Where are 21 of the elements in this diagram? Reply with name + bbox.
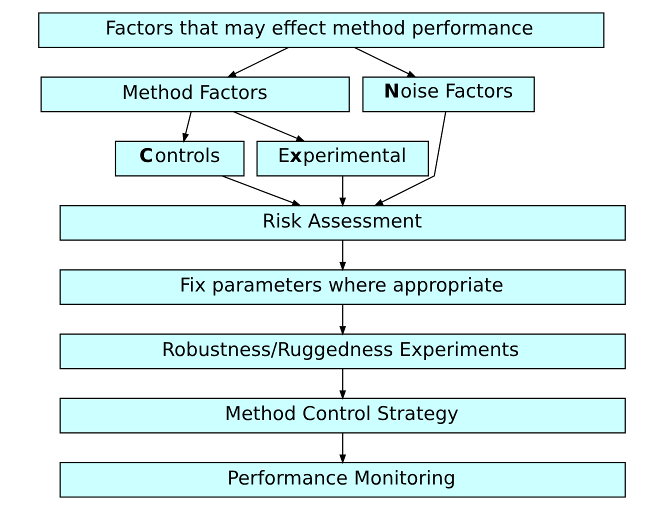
arrow — [339, 433, 346, 464]
node-box: Robustness/Ruggedness Experiments — [60, 334, 626, 370]
arrow — [354, 46, 417, 78]
arrow — [222, 175, 302, 206]
node-box: Method Control Strategy — [60, 398, 626, 434]
node-box: Risk Assessment — [60, 205, 626, 241]
arrow — [233, 111, 306, 142]
arrow — [374, 112, 446, 206]
node-box: Performance Monitoring — [60, 462, 626, 498]
node-box: Noise Factors — [362, 76, 535, 112]
node-box: Method Factors — [40, 76, 350, 112]
node-box: Experimental — [256, 140, 429, 176]
arrow — [226, 46, 289, 78]
arrow — [339, 176, 346, 208]
node-box: Fix parameters where appropriate — [60, 269, 626, 305]
node-box: Factors that may effect method performance — [38, 12, 604, 48]
arrow — [182, 112, 192, 143]
arrow — [339, 304, 346, 336]
node-box: Controls — [114, 140, 245, 176]
arrow — [339, 368, 346, 400]
arrow — [339, 240, 346, 272]
